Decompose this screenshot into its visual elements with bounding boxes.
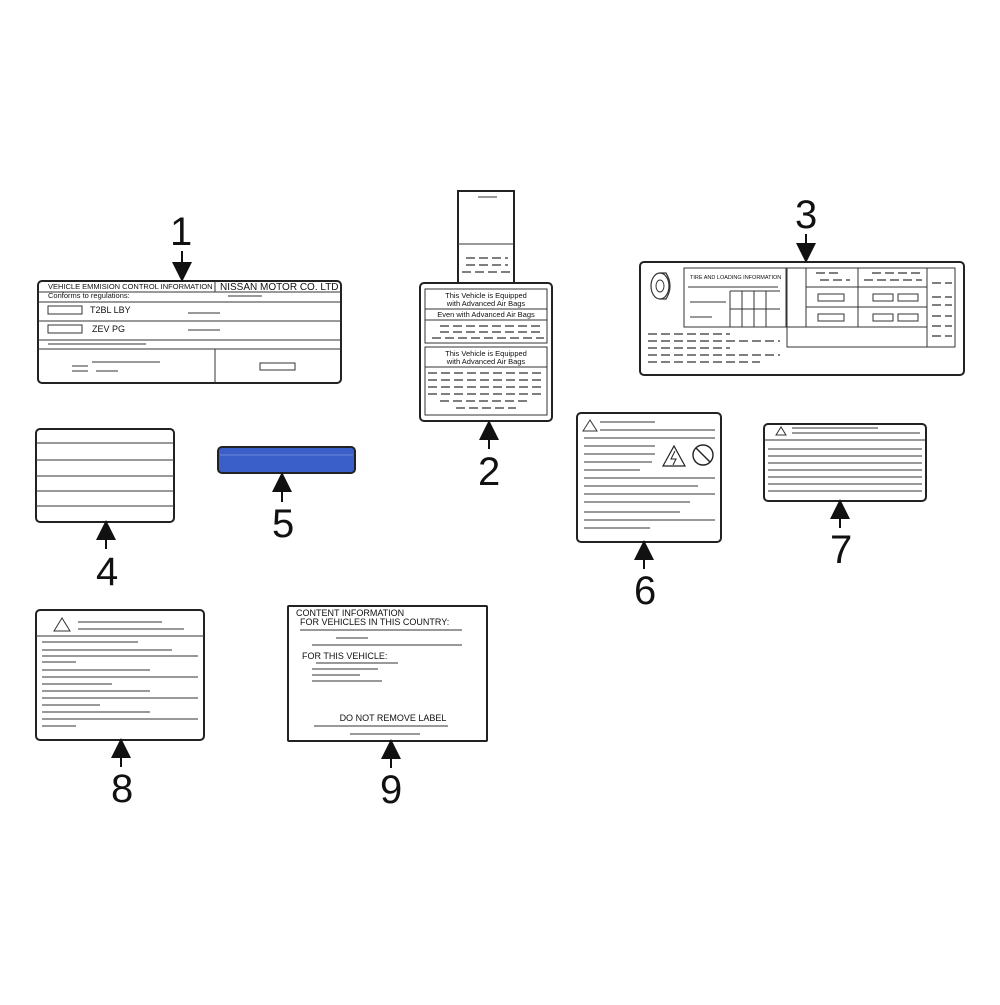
label-6-high-voltage-warning[interactable] [576, 412, 722, 543]
callout-5-number: 5 [272, 502, 294, 546]
callout-2-number: 2 [478, 450, 500, 494]
callout-6: 6 [634, 540, 656, 613]
label-1-conforms: Conforms to regulations: [48, 291, 130, 300]
label-2-box2-line2: with Advanced Air Bags [446, 357, 526, 366]
label-3-title: TIRE AND LOADING INFORMATION [690, 275, 781, 281]
label-2-box1-line2: with Advanced Air Bags [446, 299, 526, 308]
label-9-country: FOR VEHICLES IN THIS COUNTRY: [300, 617, 449, 627]
label-1-maker: NISSAN MOTOR CO. LTD [220, 282, 339, 293]
tire-icon [650, 272, 671, 300]
label-2-air-bag[interactable]: This Vehicle is Equipped with Advanced A… [419, 190, 553, 422]
electric-hazard-icon [661, 444, 687, 467]
callout-4-number: 4 [96, 550, 118, 594]
callout-9: 9 [380, 739, 402, 812]
warning-triangle-icon [582, 419, 598, 432]
callout-4: 4 [96, 520, 118, 594]
callout-8-number: 8 [111, 767, 133, 811]
callout-1-number: 1 [170, 210, 192, 254]
label-4-blank-lines[interactable] [35, 428, 175, 523]
label-9-content-information[interactable]: CONTENT INFORMATION FOR VEHICLES IN THIS… [287, 605, 488, 742]
warning-triangle-icon [53, 617, 71, 632]
callout-3: 3 [795, 193, 817, 263]
callout-2: 2 [478, 420, 500, 494]
label-8-warning[interactable] [35, 609, 205, 741]
label-2-box2-line1: This Vehicle is Equipped [445, 349, 527, 358]
callout-6-number: 6 [634, 569, 656, 613]
caution-triangle-icon [775, 426, 787, 436]
callout-5: 5 [272, 472, 294, 546]
label-9-title: CONTENT INFORMATION [296, 608, 404, 618]
label-1-row1: T2BL LBY [90, 305, 131, 315]
label-7-caution[interactable] [763, 423, 927, 502]
label-9-vehicle: FOR THIS VEHICLE: [302, 651, 387, 661]
callout-3-number: 3 [795, 193, 817, 237]
callout-7: 7 [830, 499, 852, 572]
label-2-box1-line1: This Vehicle is Equipped [445, 291, 527, 300]
callout-9-number: 9 [380, 768, 402, 812]
callout-8: 8 [111, 738, 133, 811]
label-1-title: VEHICLE EMMISION CONTROL INFORMATION [48, 282, 213, 291]
label-1-emission-control[interactable]: VEHICLE EMMISION CONTROL INFORMATION NIS… [37, 280, 342, 384]
label-9-footer: DO NOT REMOVE LABEL [340, 713, 447, 723]
label-2-box1-line3: Even with Advanced Air Bags [437, 310, 535, 319]
callout-7-number: 7 [830, 528, 852, 572]
label-3-tire-loading[interactable]: TIRE AND LOADING INFORMATION [639, 261, 965, 376]
label-5-highlighted-strip[interactable] [217, 446, 356, 474]
label-1-row2: ZEV PG [92, 324, 125, 334]
callout-1: 1 [170, 210, 192, 282]
prohibited-icon [692, 444, 714, 466]
